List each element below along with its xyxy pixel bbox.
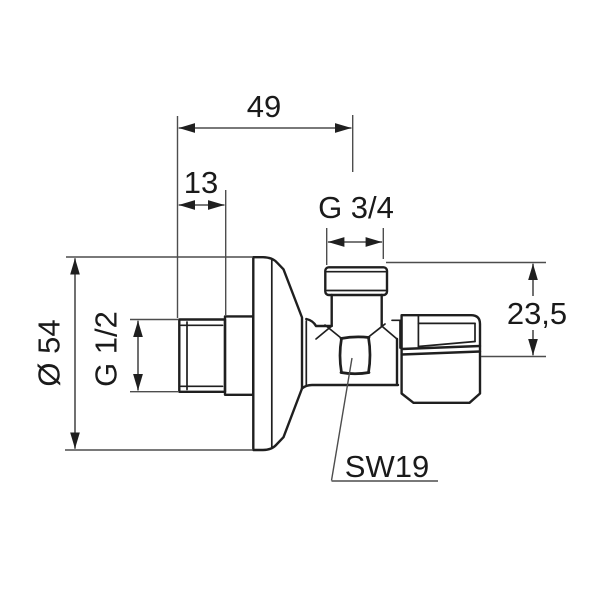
dim-label-diameter-54: Ø 54: [32, 319, 67, 386]
body-bottom-line: [300, 383, 400, 390]
inlet-thread-end: [178, 318, 227, 393]
body-shoulder-right: [380, 325, 398, 340]
handwheel-band-bottom: [400, 350, 482, 356]
dim-inlet-thread-length-13: 13: [178, 165, 227, 315]
valve-body: [300, 317, 403, 390]
dim-label-g34: G 3/4: [318, 190, 394, 225]
valve-drawing: [178, 256, 482, 452]
dim-outlet-height-235: 23,5: [386, 261, 567, 358]
handwheel-panel-bottom: [417, 340, 476, 348]
wall-rosette: [252, 256, 308, 452]
dim-overall-length-49: 49: [176, 89, 354, 318]
handwheel: [400, 314, 482, 404]
connector-outline: [223, 315, 255, 396]
callout-wrench-size-sw19: SW19: [330, 357, 438, 484]
dim-inlet-thread-g12: G 1/2: [89, 311, 179, 393]
dim-label-g12: G 1/2: [89, 311, 124, 387]
hex-section: [338, 335, 372, 376]
body-top-step: [305, 317, 333, 328]
handwheel-outline: [400, 314, 482, 404]
dim-label-13: 13: [184, 165, 218, 200]
dim-label-49: 49: [247, 89, 281, 124]
hex-bottom-side: [339, 371, 371, 376]
dim-label-235: 23,5: [507, 296, 567, 331]
callout-label-sw19: SW19: [345, 449, 429, 484]
outlet-cap-outline: [324, 266, 389, 297]
hex-top-side: [339, 335, 371, 340]
handwheel-band-top: [400, 344, 482, 351]
dim-outlet-thread-g34: G 3/4: [318, 190, 394, 265]
hex-right-side: [367, 336, 372, 374]
leader-line: [330, 357, 353, 481]
rosette-outline: [252, 256, 304, 452]
hex-left-side: [338, 337, 343, 374]
body-chamfer-left: [324, 324, 342, 339]
dim-rosette-diameter-54: Ø 54: [32, 256, 253, 451]
outlet-thread: [324, 266, 389, 328]
